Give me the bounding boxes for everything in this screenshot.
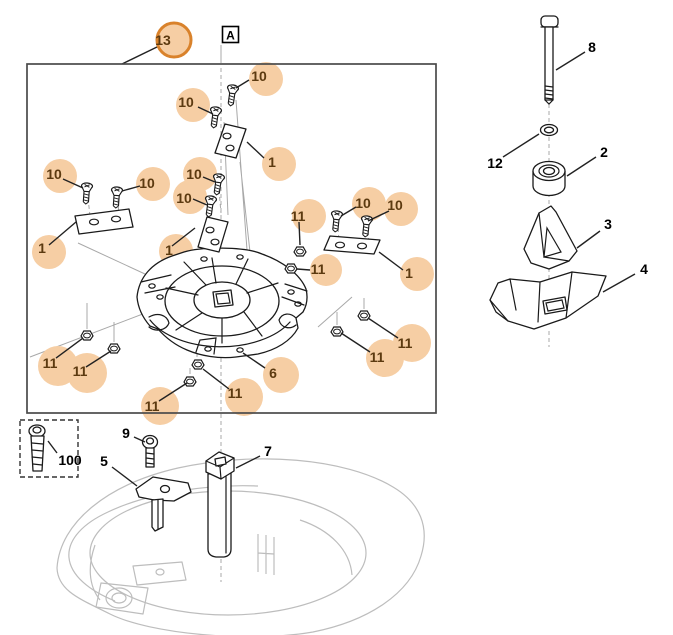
callout-11[interactable]: 11 xyxy=(145,398,160,414)
callout-11[interactable]: 11 xyxy=(398,335,413,351)
highlight-11d xyxy=(67,353,107,393)
callout-1[interactable]: 1 xyxy=(165,242,173,258)
callout-4[interactable]: 4 xyxy=(640,261,648,277)
callout-11[interactable]: 11 xyxy=(73,363,88,379)
callout-1[interactable]: 1 xyxy=(38,240,46,256)
callout-13[interactable]: 13 xyxy=(155,32,171,48)
highlight-11b xyxy=(310,254,342,286)
callout-8[interactable]: 8 xyxy=(588,39,596,55)
highlight-10b xyxy=(176,88,210,122)
bracket-part-5 xyxy=(135,476,192,532)
pin-part-7 xyxy=(205,451,235,558)
highlight-10f xyxy=(173,180,207,214)
highlight-11e xyxy=(141,387,179,425)
callout-100[interactable]: 100 xyxy=(58,452,82,468)
highlight-10h xyxy=(384,192,418,226)
optional-part-dashed-box xyxy=(19,419,79,478)
screw-part-100 xyxy=(28,424,46,472)
callout-10[interactable]: 10 xyxy=(355,195,371,211)
callout-3[interactable]: 3 xyxy=(604,216,612,232)
spacer-part-2 xyxy=(532,160,566,197)
washer-part-12 xyxy=(539,123,559,137)
highlight-circles xyxy=(32,21,434,425)
highlight-10a xyxy=(249,62,283,96)
callout-11[interactable]: 11 xyxy=(370,349,385,365)
callout-11[interactable]: 11 xyxy=(43,355,58,371)
highlight-1b xyxy=(32,235,66,269)
callout-10[interactable]: 10 xyxy=(251,68,267,84)
callout-10[interactable]: 10 xyxy=(176,190,192,206)
highlight-11h xyxy=(393,324,431,362)
mower-deck-outline xyxy=(56,458,425,635)
blade-plate-middle xyxy=(197,216,229,253)
callout-11[interactable]: 11 xyxy=(228,385,243,401)
callout-11[interactable]: 11 xyxy=(311,261,326,277)
callout-detail-a: A xyxy=(226,29,235,43)
callout-2[interactable]: 2 xyxy=(600,144,608,160)
highlight-11f xyxy=(225,378,263,416)
detail-marker-box xyxy=(221,25,240,44)
callout-5[interactable]: 5 xyxy=(100,453,108,469)
blade-plate-left xyxy=(74,208,134,235)
callout-12[interactable]: 12 xyxy=(487,155,503,171)
highlight-10d xyxy=(136,167,170,201)
callout-labels: A 13 10 10 1 10 10 1 10 10 1 10 10 1 11 … xyxy=(38,29,648,470)
bolt-part-8 xyxy=(540,15,559,105)
highlight-13-ring xyxy=(155,21,193,59)
callout-10[interactable]: 10 xyxy=(178,94,194,110)
blade-plate-top xyxy=(214,123,247,159)
rotor-disc xyxy=(136,247,308,359)
callout-9[interactable]: 9 xyxy=(122,425,130,441)
assembly-group-box xyxy=(26,63,437,414)
callout-1[interactable]: 1 xyxy=(405,265,413,281)
callout-7[interactable]: 7 xyxy=(264,443,272,459)
screw-part-9 xyxy=(141,434,159,468)
highlight-11a xyxy=(292,199,326,233)
deflector-part-3 xyxy=(523,205,578,270)
callout-10[interactable]: 10 xyxy=(186,166,202,182)
blade-part-4 xyxy=(489,271,607,330)
highlight-6 xyxy=(263,357,299,393)
callout-1[interactable]: 1 xyxy=(268,154,276,170)
highlight-1a xyxy=(262,147,296,181)
highlight-1d xyxy=(400,257,434,291)
callout-10[interactable]: 10 xyxy=(387,197,403,213)
highlight-10c xyxy=(43,159,77,193)
callout-10[interactable]: 10 xyxy=(46,166,62,182)
callout-6[interactable]: 6 xyxy=(269,365,277,381)
blade-plate-right xyxy=(323,235,381,255)
highlight-10g xyxy=(352,187,386,221)
leader-lines xyxy=(47,46,636,487)
callout-11[interactable]: 11 xyxy=(291,208,306,224)
callout-10[interactable]: 10 xyxy=(139,175,155,191)
